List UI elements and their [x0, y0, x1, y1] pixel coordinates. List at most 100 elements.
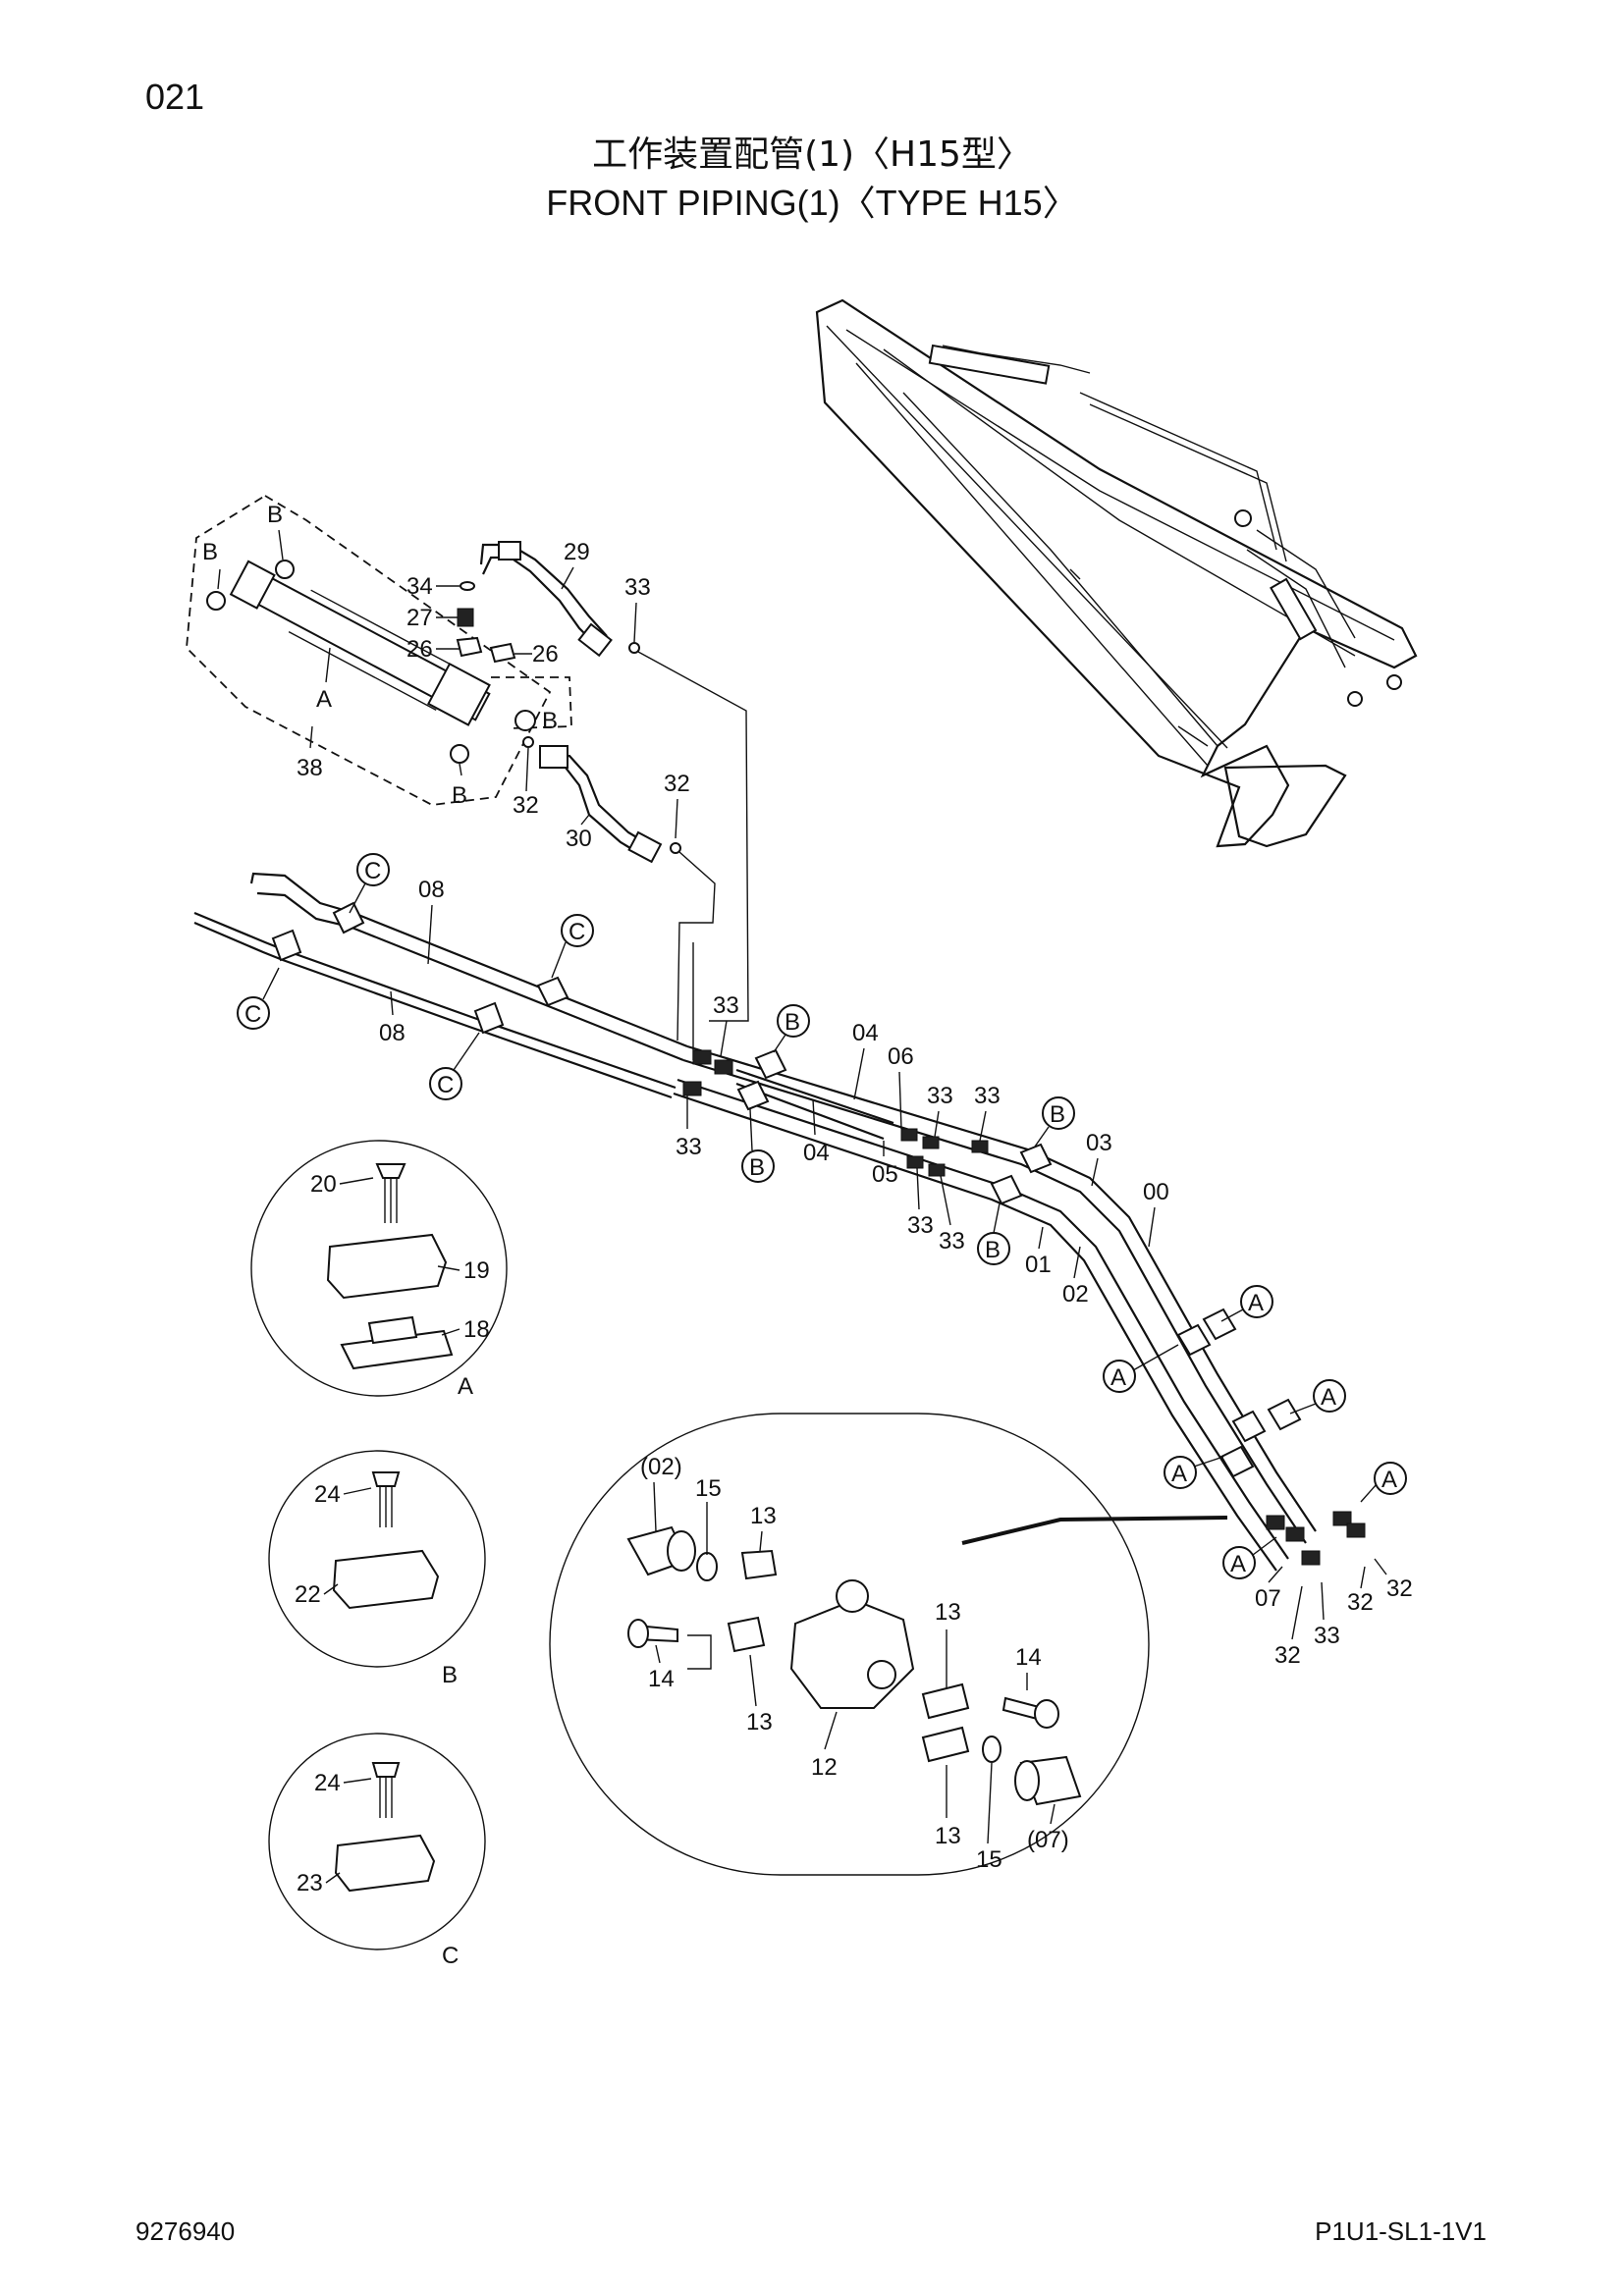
callout-label: 33 [974, 1083, 1001, 1109]
svg-text:B: B [985, 1237, 1001, 1263]
svg-text:A: A [1248, 1290, 1264, 1316]
detail-view-c: C 24 23 [268, 1733, 486, 1969]
marker-b: B [773, 1004, 810, 1053]
marker-c: C [349, 853, 390, 914]
callout-label: 15 [976, 1846, 1002, 1873]
marker-a: A [1289, 1379, 1346, 1415]
svg-text:B: B [749, 1154, 765, 1181]
clamp-markers: C C C C B B B B A A A A A A [237, 853, 1407, 1579]
callout-label: 05 [872, 1161, 898, 1188]
callout-label: 04 [852, 1020, 879, 1046]
boom-arm-illustration [815, 298, 1418, 848]
svg-text:C: C [568, 919, 585, 945]
svg-text:A: A [1381, 1467, 1397, 1493]
svg-text:A: A [1171, 1461, 1187, 1487]
marker-b: B [977, 1202, 1010, 1265]
title-japanese: 工作装置配管(1)〈H15型〉 [592, 134, 1032, 175]
marker-b: B [1034, 1096, 1075, 1148]
marker-b: B [741, 1108, 775, 1183]
svg-text:C: C [437, 1072, 454, 1098]
marker-a: A [1222, 1536, 1277, 1579]
callout-label: 13 [746, 1709, 773, 1735]
sheet-code: P1U1-SL1-1V1 [1315, 2216, 1487, 2246]
callout-label: 33 [1314, 1623, 1340, 1649]
callout-label: (07) [1027, 1827, 1069, 1853]
svg-text:A: A [1110, 1364, 1126, 1391]
callout-label: A [316, 686, 332, 713]
page-number: 021 [145, 77, 205, 117]
callout-label: 07 [1255, 1585, 1281, 1612]
detail-label: A [458, 1373, 473, 1400]
callout-label: 33 [907, 1212, 934, 1239]
callout-label: 34 [406, 573, 433, 600]
marker-b-label: B [542, 708, 558, 734]
callout-label: 32 [1386, 1575, 1413, 1602]
pipes-08: 08 08 [193, 872, 688, 1099]
callout-label: 03 [1086, 1130, 1112, 1156]
svg-text:B: B [785, 1009, 800, 1036]
callout-label: 26 [532, 641, 559, 667]
callout-label: 32 [1347, 1589, 1374, 1616]
svg-text:A: A [1230, 1551, 1246, 1577]
flange-detail: (02) 15 13 14 13 12 13 13 14 15 [549, 1413, 1228, 1876]
marker-a: A [1164, 1456, 1224, 1489]
callout-label: 22 [295, 1581, 321, 1608]
marker-c: C [551, 914, 594, 979]
marker-c: C [237, 967, 280, 1030]
svg-text:C: C [364, 858, 381, 884]
callout-label: 18 [463, 1316, 490, 1343]
callout-label: 13 [935, 1823, 961, 1849]
callout-label: 01 [1025, 1252, 1052, 1278]
callout-label: 12 [811, 1754, 838, 1781]
callout-label: 27 [406, 605, 433, 631]
callout-label: 32 [1274, 1642, 1301, 1669]
callout-label: 08 [379, 1020, 406, 1046]
callout-label: 33 [676, 1134, 702, 1160]
callout-label: 33 [939, 1228, 965, 1255]
marker-a: A [1220, 1285, 1273, 1322]
callout-label: 32 [513, 792, 539, 819]
main-piping: 04 04 06 05 03 00 01 02 33 33 33 33 33 3… [673, 992, 1413, 1669]
callout-label: 02 [1062, 1281, 1089, 1308]
marker-b-label: B [267, 502, 283, 528]
svg-text:A: A [1321, 1384, 1336, 1411]
callout-label: 24 [314, 1481, 341, 1508]
callout-label: 33 [927, 1083, 953, 1109]
title-english: FRONT PIPING(1)〈TYPE H15〉 [546, 183, 1078, 223]
marker-b-label: B [452, 782, 467, 809]
detail-label: B [442, 1662, 458, 1688]
callout-label: 15 [695, 1475, 722, 1502]
callout-label: 08 [418, 877, 445, 903]
callout-label: 24 [314, 1770, 341, 1796]
detail-view-a: A 20 19 18 [250, 1140, 508, 1400]
callout-label: 30 [566, 826, 592, 852]
callout-label: 13 [750, 1503, 777, 1529]
callout-label: 23 [297, 1870, 323, 1896]
marker-a: A [1103, 1344, 1179, 1393]
document-number: 9276940 [135, 2216, 236, 2246]
callout-label: 14 [1015, 1644, 1042, 1671]
callout-label: 32 [664, 771, 690, 797]
callout-label: 33 [713, 992, 739, 1019]
callout-label: 14 [648, 1666, 675, 1692]
cylinder-group: B B B B A 38 34 27 26 26 32 29 33 [186, 494, 690, 864]
callout-label: 20 [310, 1171, 337, 1198]
callout-label: 33 [624, 574, 651, 601]
callout-label: 04 [803, 1140, 830, 1166]
callout-label: 26 [406, 636, 433, 663]
svg-text:C: C [244, 1001, 261, 1028]
callout-label: 29 [564, 539, 590, 565]
detail-view-b: B 24 22 [268, 1450, 486, 1688]
callout-label: 06 [888, 1043, 914, 1070]
callout-label: 00 [1143, 1179, 1169, 1205]
marker-a: A [1360, 1462, 1407, 1503]
callout-label: (02) [640, 1454, 682, 1480]
marker-b-label: B [202, 539, 218, 565]
leader-lines [637, 651, 749, 1060]
callout-label: 19 [463, 1257, 490, 1284]
svg-text:B: B [1050, 1101, 1065, 1128]
callout-label: 38 [297, 755, 323, 781]
callout-label: 13 [935, 1599, 961, 1626]
marker-c: C [429, 1032, 480, 1100]
